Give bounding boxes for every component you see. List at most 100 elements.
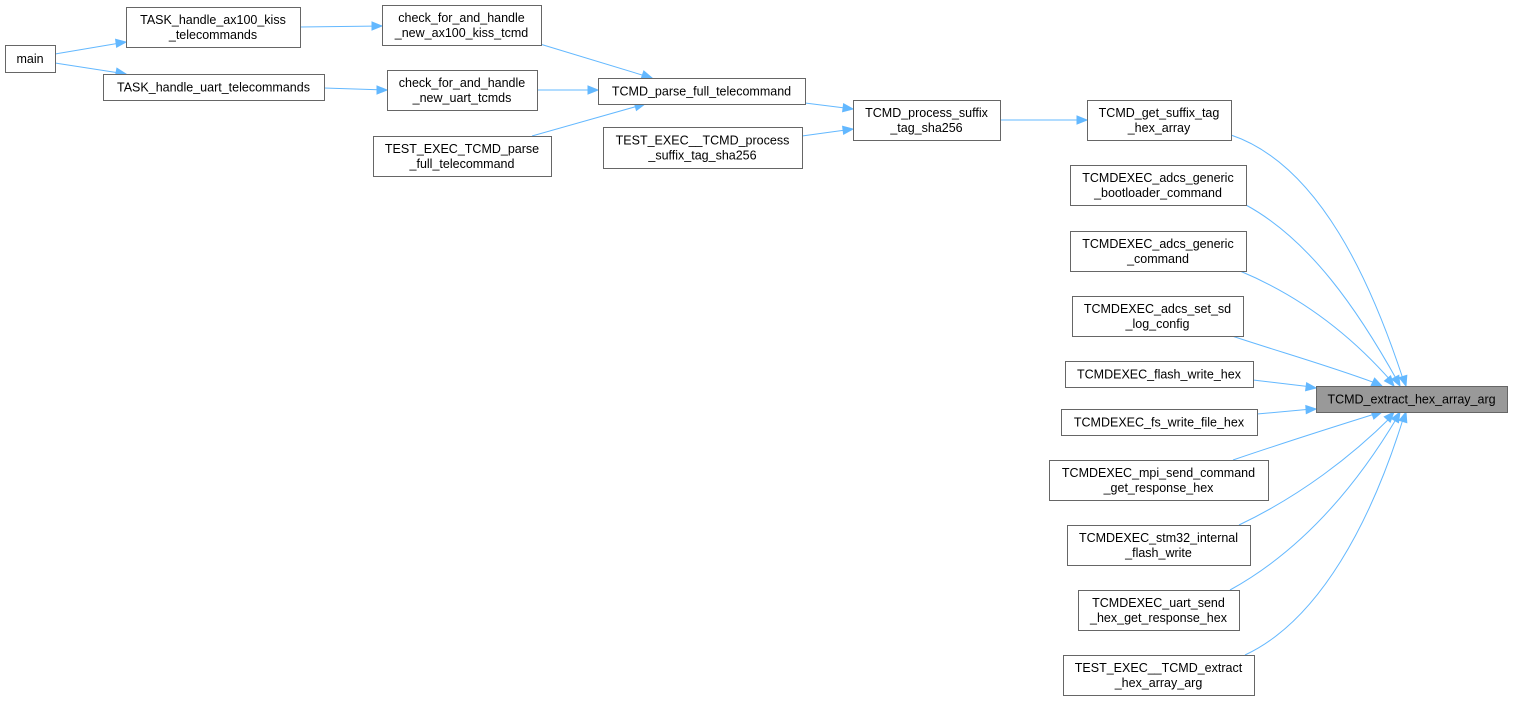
node-label: _bootloader_command (1093, 186, 1222, 200)
node-main[interactable]: main (5, 45, 56, 73)
arrowhead-icon (1398, 410, 1408, 424)
node-label: TCMD_parse_full_telecommand (612, 85, 791, 99)
edge-line (299, 25, 383, 28)
arrowhead-icon (842, 125, 855, 135)
edge-stm32_flash-to-extract (1238, 411, 1395, 526)
node-label: _full_telecommand (409, 157, 515, 171)
node-label: _flash_write (1124, 546, 1192, 560)
edge-line (54, 41, 127, 55)
edge-line (1229, 415, 1399, 591)
node-box (382, 5, 542, 46)
node-parse-full[interactable]: TCMD_parse_full_telecommand (598, 78, 806, 105)
node-label: _log_config (1125, 317, 1190, 331)
node-label: TCMDEXEC_adcs_set_sd (1084, 302, 1231, 316)
node-label: _telecommands (168, 28, 257, 42)
node-box (1316, 386, 1508, 413)
arrowhead-icon (376, 85, 389, 95)
node-mpi-send[interactable]: TCMDEXEC_mpi_send_command_get_response_h… (1049, 460, 1269, 501)
node-uart-send[interactable]: TCMDEXEC_uart_send_hex_get_response_hex (1078, 590, 1240, 631)
arrowhead-icon (115, 38, 128, 48)
arrowhead-icon (1076, 115, 1089, 125)
edge-uart_send-to-extract (1229, 410, 1401, 591)
edge-line (531, 103, 646, 137)
node-get-suffix[interactable]: TCMD_get_suffix_tag_hex_array (1087, 100, 1232, 141)
node-process-suffix[interactable]: TCMD_process_suffix_tag_sha256 (853, 100, 1001, 141)
node-label: main (16, 52, 43, 66)
node-label: TCMDEXEC_adcs_generic (1082, 171, 1233, 185)
node-label: TEST_EXEC__TCMD_extract (1075, 661, 1243, 675)
arrowhead-icon (1398, 374, 1408, 388)
edge-task_kiss-to-check_kiss (299, 21, 384, 31)
node-box (1072, 296, 1244, 337)
node-box (598, 78, 806, 105)
node-test-extract[interactable]: TEST_EXEC__TCMD_extract_hex_array_arg (1063, 655, 1255, 696)
arrowhead-icon (1390, 374, 1401, 388)
node-label: TCMDEXEC_stm32_internal (1079, 531, 1238, 545)
edge-line (1252, 379, 1313, 388)
edge-line (1245, 204, 1399, 383)
node-box (1078, 590, 1240, 631)
edge-line (1231, 335, 1379, 385)
arrowhead-icon (640, 70, 654, 80)
node-label: TCMDEXEC_adcs_generic (1082, 237, 1233, 251)
arrowhead-icon (1370, 377, 1384, 387)
edge-check_uart-to-parse_full (537, 85, 600, 95)
node-flash-write[interactable]: TCMDEXEC_flash_write_hex (1065, 361, 1254, 388)
edge-line (539, 43, 653, 79)
node-box (373, 136, 552, 177)
edge-line (1244, 415, 1405, 656)
edge-mpi_send-to-extract (1232, 410, 1384, 461)
node-extract[interactable]: TCMD_extract_hex_array_arg (1316, 386, 1508, 413)
arrowhead-icon (371, 21, 384, 31)
edge-main-to-task_kiss (54, 38, 128, 55)
edge-test_extract-to-extract (1244, 410, 1408, 656)
node-label: TCMD_extract_hex_array_arg (1327, 393, 1495, 407)
node-box (1063, 655, 1255, 696)
node-fs-write[interactable]: TCMDEXEC_fs_write_file_hex (1061, 409, 1258, 436)
arrowhead-icon (1390, 410, 1401, 424)
node-label: TCMDEXEC_flash_write_hex (1077, 368, 1242, 382)
node-label: TEST_EXEC__TCMD_process (616, 134, 790, 148)
node-label: TCMD_get_suffix_tag (1099, 106, 1220, 120)
node-label: TASK_handle_uart_telecommands (117, 81, 310, 95)
edge-process_suffix-to-get_suffix (1000, 115, 1089, 125)
arrowhead-icon (1305, 382, 1318, 392)
node-box (126, 7, 301, 48)
node-label: _get_response_hex (1103, 481, 1215, 495)
node-test-parse[interactable]: TEST_EXEC_TCMD_parse_full_telecommand (373, 136, 552, 177)
edge-adcs_generic-to-extract (1239, 270, 1395, 388)
node-label: _hex_get_response_hex (1089, 611, 1228, 625)
arrowhead-icon (842, 103, 855, 113)
node-box (603, 127, 803, 169)
node-label: TCMDEXEC_fs_write_file_hex (1074, 416, 1245, 430)
arrowhead-icon (587, 85, 600, 95)
edge-line (1230, 134, 1405, 383)
node-box (1087, 100, 1232, 141)
node-stm32-flash[interactable]: TCMDEXEC_stm32_internal_flash_write (1067, 525, 1251, 566)
node-task-uart[interactable]: TASK_handle_uart_telecommands (103, 74, 325, 101)
edge-test_process-to-process_suffix (801, 125, 855, 137)
node-box (5, 45, 56, 73)
node-label: TCMDEXEC_uart_send (1092, 596, 1225, 610)
node-test-process[interactable]: TEST_EXEC__TCMD_process_suffix_tag_sha25… (603, 127, 803, 169)
node-check-kiss[interactable]: check_for_and_handle_new_ax100_kiss_tcmd (382, 5, 542, 46)
node-label: TEST_EXEC_TCMD_parse (385, 142, 539, 156)
node-label: _new_ax100_kiss_tcmd (394, 26, 528, 40)
node-box (853, 100, 1001, 141)
node-adcs-generic[interactable]: TCMDEXEC_adcs_generic_command (1070, 231, 1247, 272)
edge-task_uart-to-check_uart (323, 85, 389, 95)
node-adcs-sd[interactable]: TCMDEXEC_adcs_set_sd_log_config (1072, 296, 1244, 337)
node-task-kiss[interactable]: TASK_handle_ax100_kiss_telecommands (126, 7, 301, 48)
node-label: _hex_array (1127, 121, 1191, 135)
node-box (1070, 231, 1247, 272)
node-label: _hex_array_arg (1114, 676, 1203, 690)
node-box (103, 74, 325, 101)
node-adcs-bootloader[interactable]: TCMDEXEC_adcs_generic_bootloader_command (1070, 165, 1247, 206)
node-label: _command (1126, 252, 1189, 266)
node-label: _new_uart_tcmds (412, 91, 512, 105)
edge-line (54, 62, 127, 75)
edge-line (1256, 408, 1313, 415)
node-label: TCMDEXEC_mpi_send_command (1062, 466, 1255, 480)
node-check-uart[interactable]: check_for_and_handle_new_uart_tcmds (387, 70, 538, 111)
